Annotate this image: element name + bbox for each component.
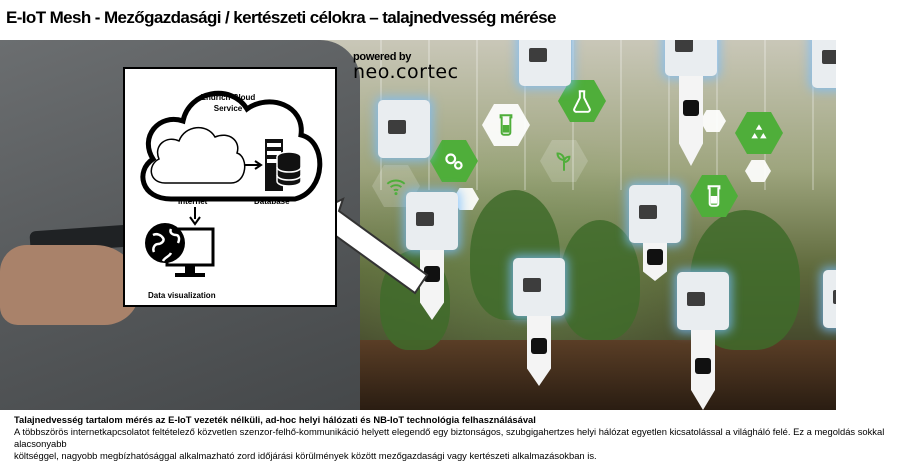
cloud-diagram [123,67,337,307]
powered-by-text: powered by [353,51,412,63]
database-label: Database [254,197,290,206]
cloud-icon [140,90,323,202]
e-logo-icon [695,358,711,374]
gears-icon [430,140,478,182]
hexagon-decor [453,188,479,210]
e-logo-icon [683,100,699,116]
farm-photo [0,40,836,410]
page-title: E-IoT Mesh - Mezőgazdasági / kertészeti … [6,8,556,27]
cloud-service-label: Endrich Cloud Service [168,92,288,114]
soil-sensor [373,100,435,170]
beaker-icon [482,104,530,146]
caption-body-line1: A többszörös internetkapcsolatot feltéte… [14,426,885,449]
soil-sensor [401,192,463,320]
soil-sensor [672,272,734,410]
seedling-icon [540,140,588,182]
soil-sensor [660,40,722,166]
recycle-icon [735,112,783,154]
hexagon-decor [700,110,726,132]
cloud-label-line1: Endrich Cloud [200,93,256,102]
soil-sensor [624,185,686,281]
hexagon-decor [745,160,771,182]
internet-label: Internet [178,197,208,206]
soil-sensor [807,40,836,100]
soil-sensor [514,40,576,98]
neocortec-logo-text: neo.cortec [353,61,459,83]
hand [0,245,140,325]
caption-body-line2: költséggel, nagyobb megbízhatósággal alk… [14,450,597,461]
data-visualization-label: Data visualization [148,291,216,300]
cloud-label-line2: Service [213,104,243,113]
e-logo-icon [531,338,547,354]
down-arrow-icon [189,207,201,226]
caption-heading: Talajnedvesség tartalom mérés az E-IoT v… [14,414,536,425]
flask-icon [558,80,606,122]
beaker-icon [690,175,738,217]
database-icon [276,151,302,187]
powered-by-logo: powered by neo.cortec [353,51,459,83]
soil-sensor [508,258,570,386]
globe-monitor-icon [145,223,215,277]
soil-sensor [818,270,836,340]
e-logo-icon [647,249,663,265]
e-logo-icon [424,266,440,282]
plant [560,220,640,340]
